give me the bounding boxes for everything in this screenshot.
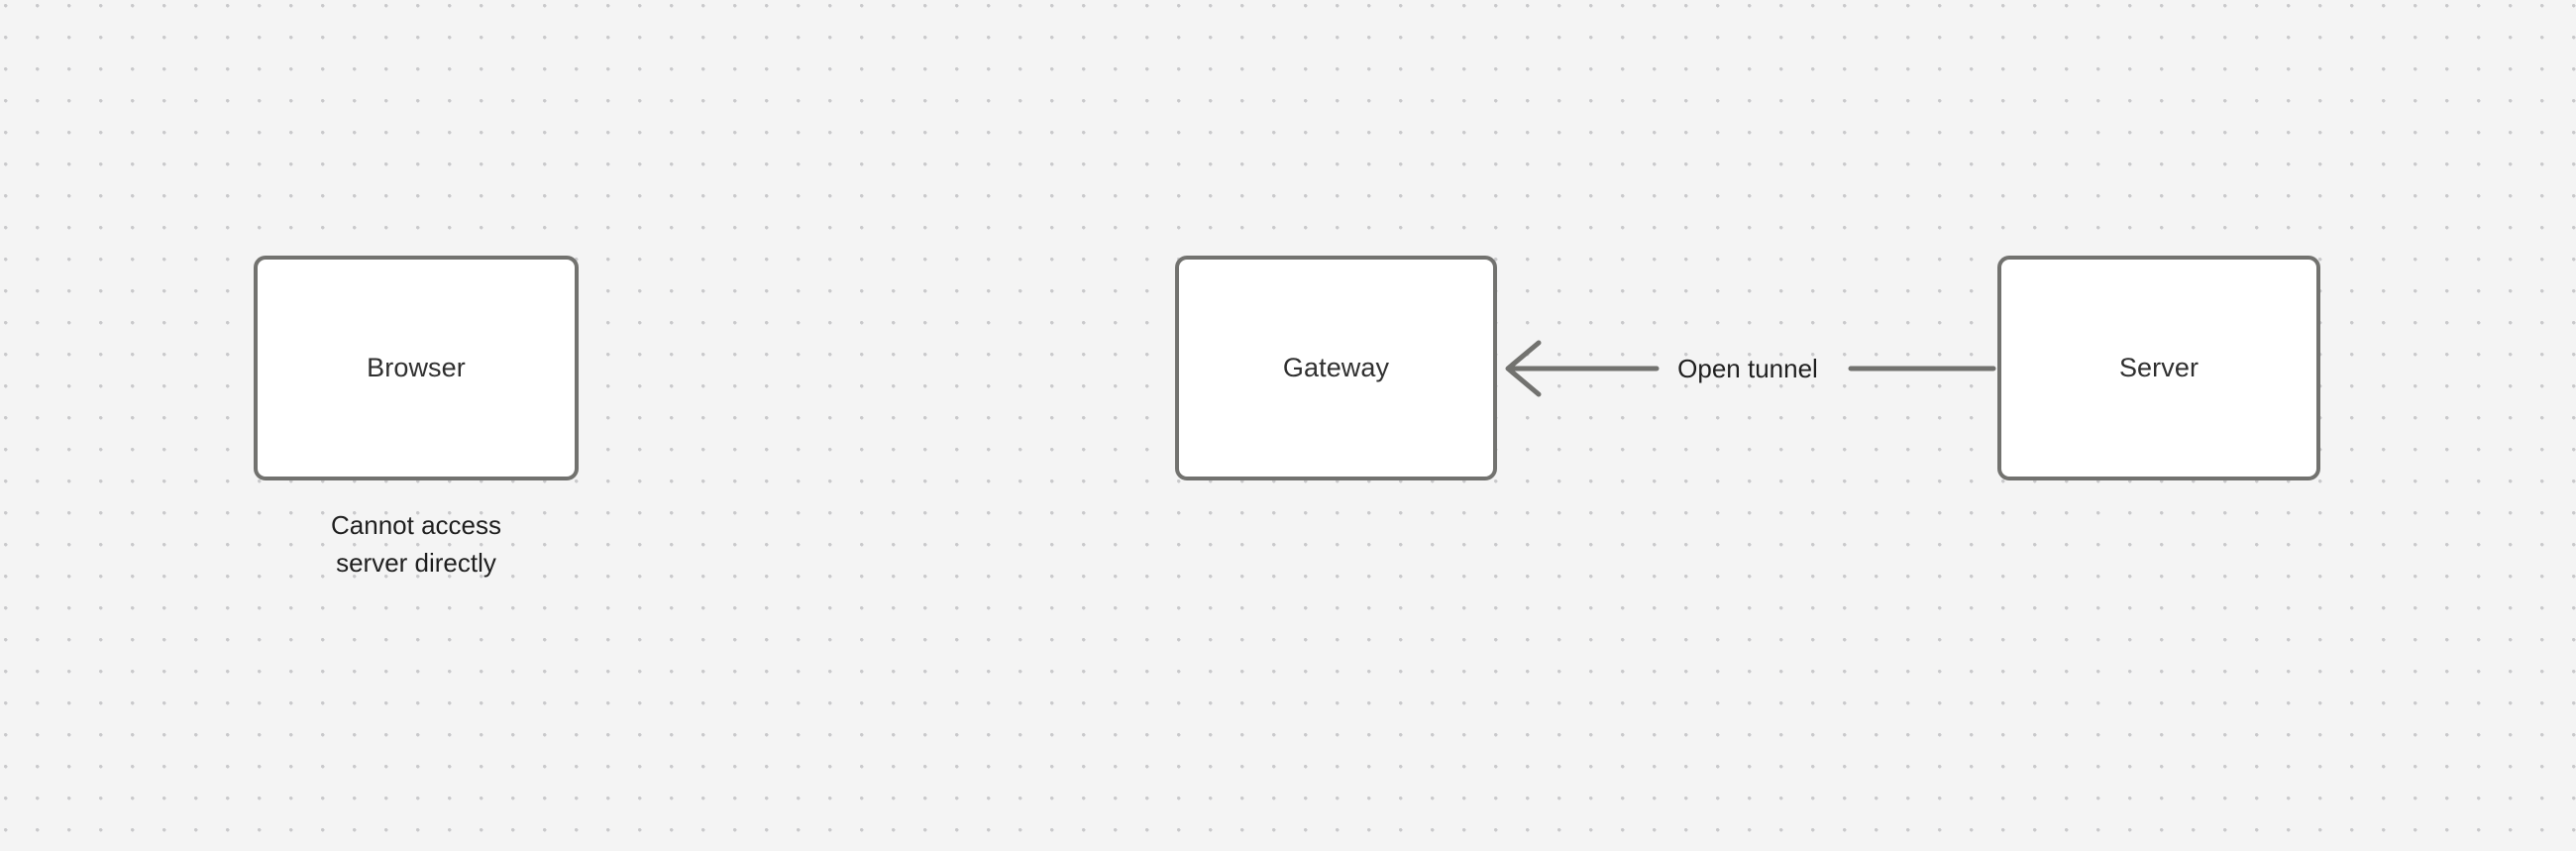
node-gateway[interactable]: Gateway <box>1175 256 1497 480</box>
node-gateway-label: Gateway <box>1282 353 1390 382</box>
edge-tunnel-arrowhead-icon <box>1505 340 1542 397</box>
node-browser[interactable]: Browser <box>254 256 579 480</box>
node-browser-label: Browser <box>367 353 466 382</box>
edge-label-open-tunnel: Open tunnel <box>1677 354 1818 383</box>
node-browser-caption: Cannot access server directly <box>331 510 501 578</box>
node-server[interactable]: Server <box>1997 256 2320 480</box>
node-server-label: Server <box>2118 353 2200 382</box>
